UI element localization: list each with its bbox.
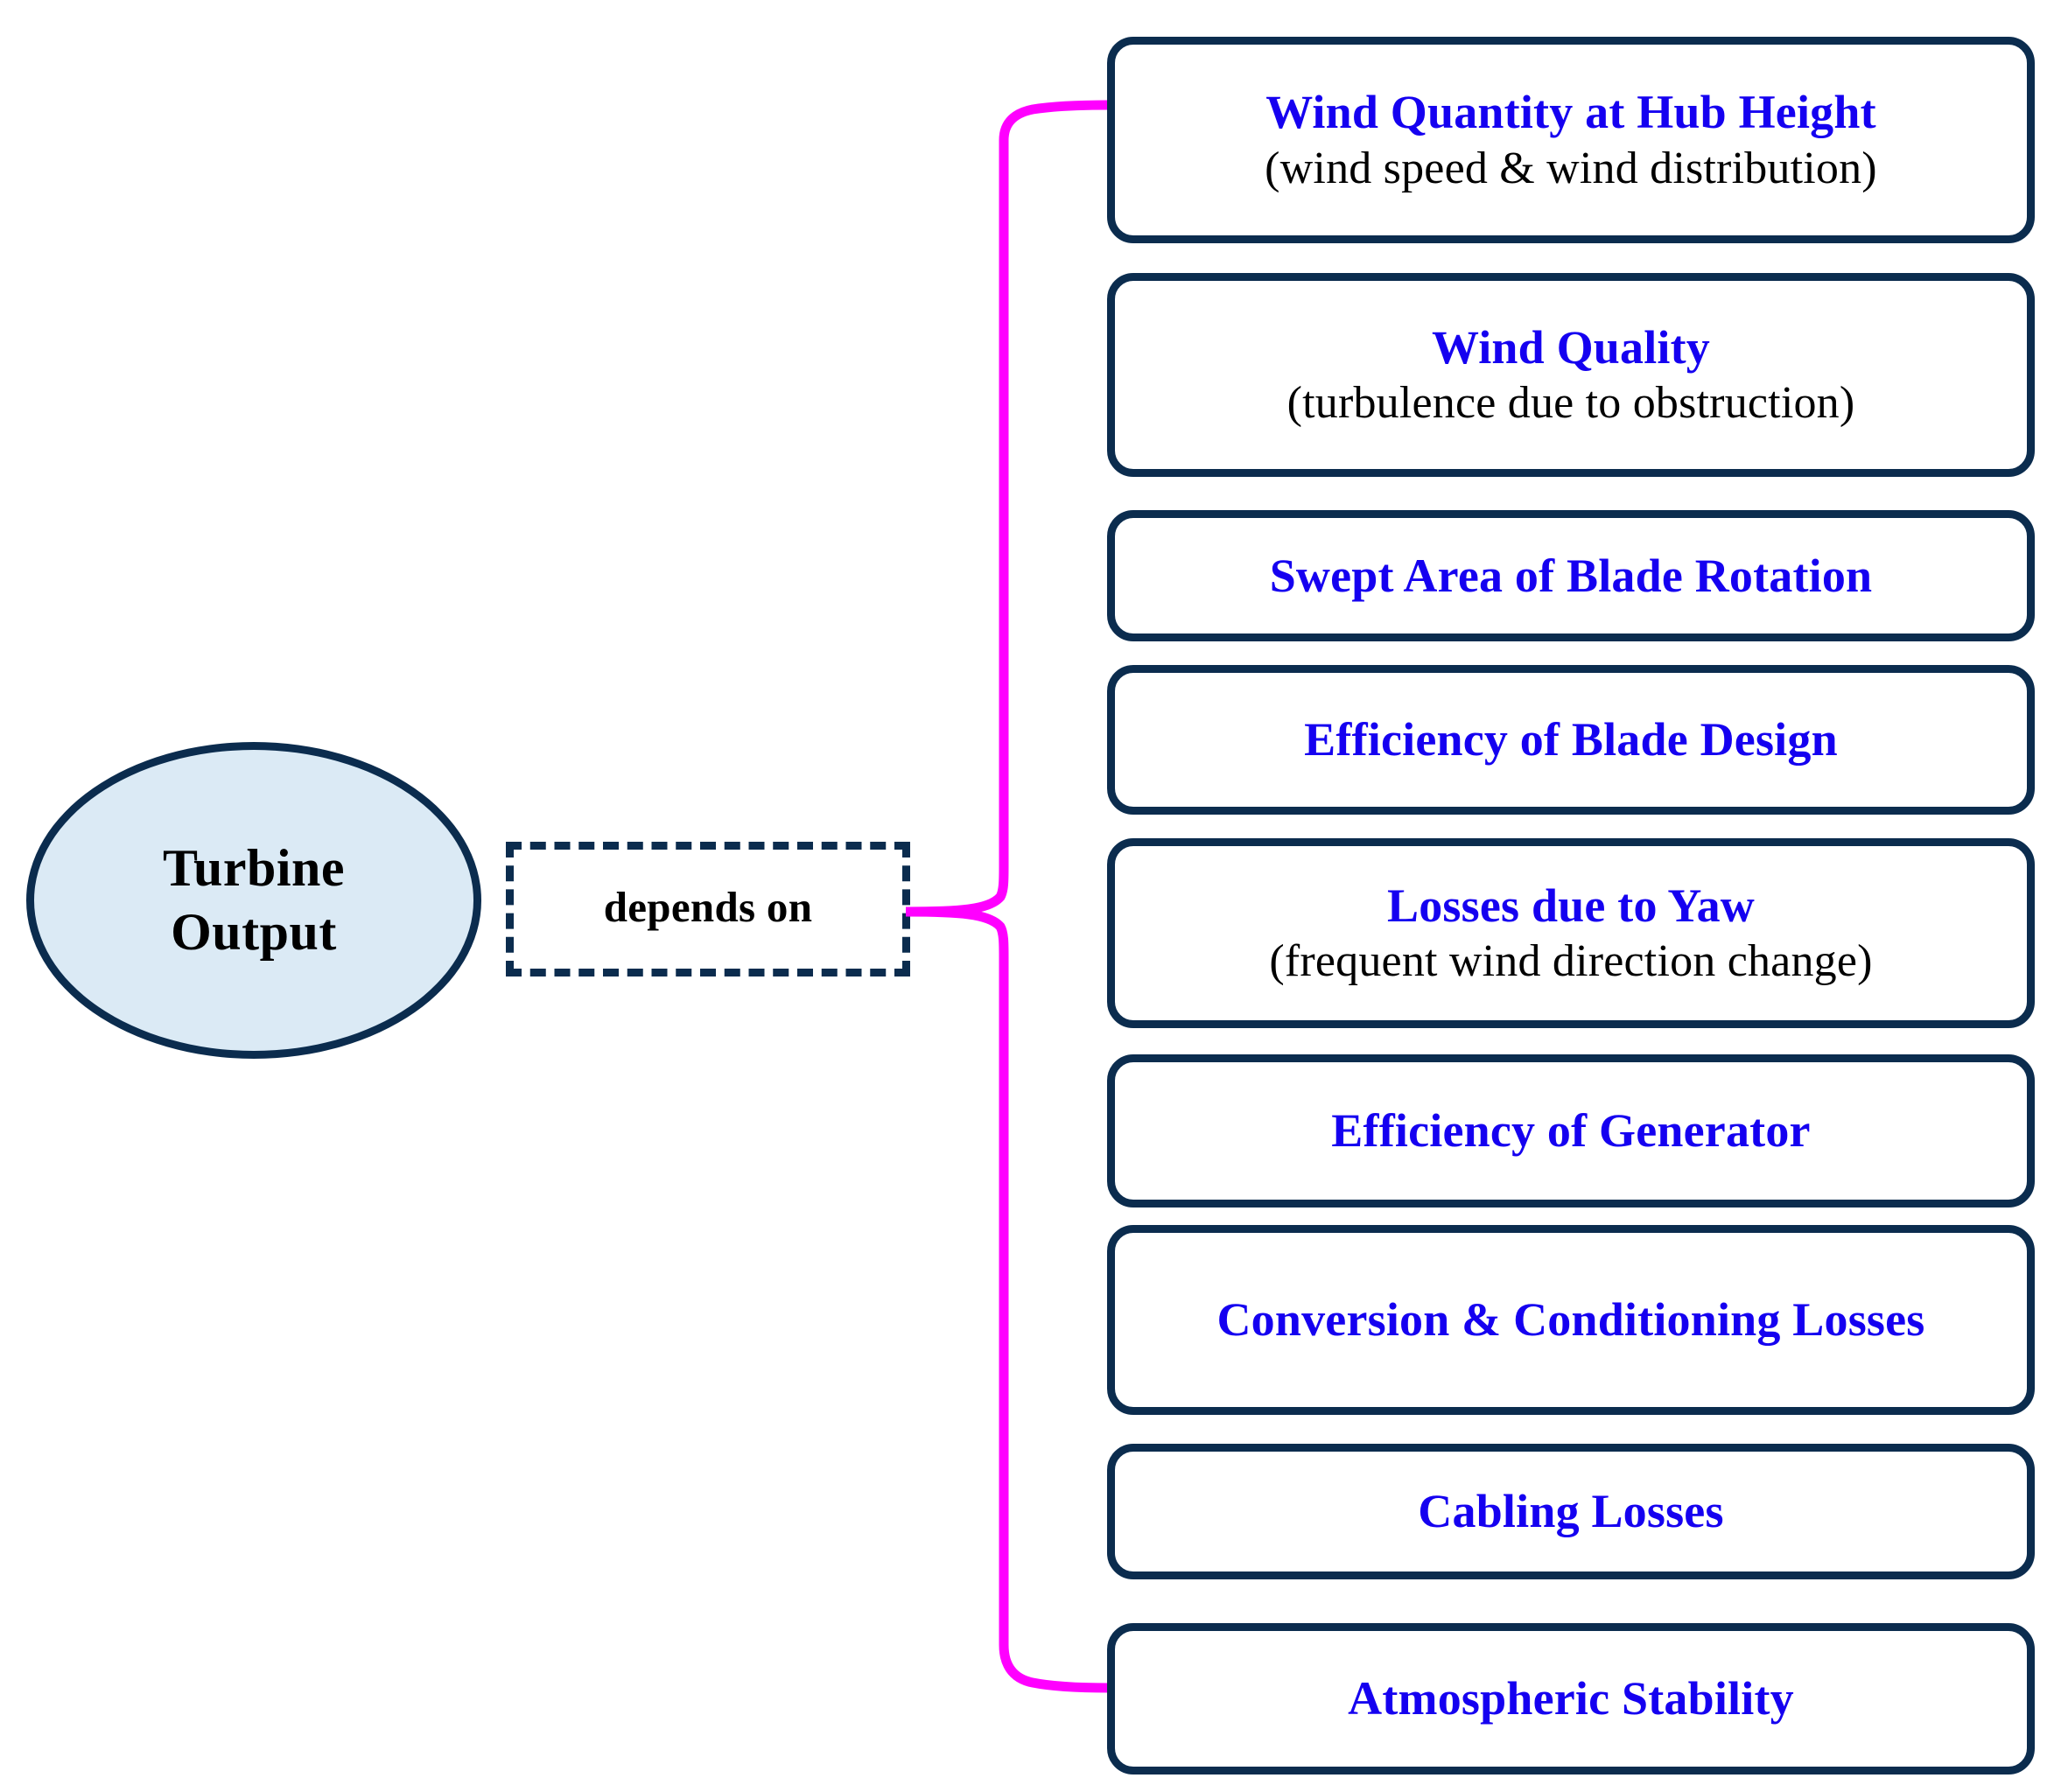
factor-title: Wind Quantity at Hub Height [1265, 86, 1876, 139]
factor-title: Efficiency of Blade Design [1304, 713, 1838, 766]
factor-box-8[interactable]: Cabling Losses [1107, 1444, 2035, 1579]
factor-title: Wind Quality [1431, 320, 1710, 374]
factor-box-6[interactable]: Efficiency of Generator [1107, 1054, 2035, 1208]
factor-box-7[interactable]: Conversion & Conditioning Losses [1107, 1225, 2035, 1415]
factor-subtitle: (turbulence due to obstruction) [1286, 378, 1855, 429]
factor-title: Swept Area of Blade Rotation [1269, 549, 1873, 602]
factor-box-1[interactable]: Wind Quantity at Hub Height (wind speed … [1107, 37, 2035, 243]
factor-box-3[interactable]: Swept Area of Blade Rotation [1107, 510, 2035, 641]
relation-label-text: depends on [603, 882, 813, 931]
factor-box-2[interactable]: Wind Quality (turbulence due to obstruct… [1107, 273, 2035, 477]
factor-box-4[interactable]: Efficiency of Blade Design [1107, 665, 2035, 815]
factor-box-9[interactable]: Atmospheric Stability [1107, 1623, 2035, 1774]
factor-box-5[interactable]: Losses due to Yaw (frequent wind directi… [1107, 838, 2035, 1028]
factor-subtitle: (frequent wind direction change) [1269, 936, 1873, 987]
factor-subtitle: (wind speed & wind distribution) [1265, 143, 1877, 193]
factor-title: Conversion & Conditioning Losses [1216, 1293, 1925, 1347]
factor-title: Efficiency of Generator [1331, 1104, 1811, 1158]
factor-title: Atmospheric Stability [1348, 1672, 1794, 1726]
factor-title: Losses due to Yaw [1387, 878, 1755, 932]
relation-label-depends-on[interactable]: depends on [506, 842, 910, 976]
factor-title: Cabling Losses [1418, 1485, 1724, 1538]
bracket-connector-icon [906, 100, 1114, 1693]
root-node-label: Turbine Output [162, 838, 346, 961]
root-node-turbine-output[interactable]: Turbine Output [26, 742, 481, 1059]
